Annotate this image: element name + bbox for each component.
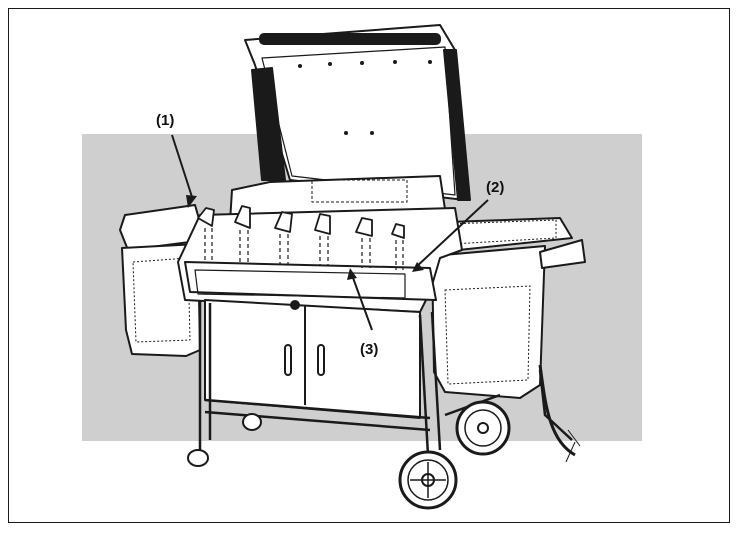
callout-1: (1): [156, 112, 175, 129]
cart-cabinet: [204, 299, 421, 419]
burner-valves: [204, 228, 404, 270]
gas-hose: [538, 364, 576, 457]
callout-arrowheads: [186, 195, 424, 280]
lid-rivets: [268, 60, 432, 135]
callout-2: (2): [486, 179, 505, 196]
large-wheel: [398, 450, 458, 510]
right-side-table: [429, 217, 586, 399]
callout-arrows: [171, 134, 489, 331]
lid: [244, 24, 471, 201]
burner-knobs: [197, 205, 405, 239]
casters: [187, 413, 262, 467]
callout-3: (3): [360, 341, 379, 358]
rear-wheel: [455, 400, 511, 456]
cart-frame: [198, 300, 573, 456]
